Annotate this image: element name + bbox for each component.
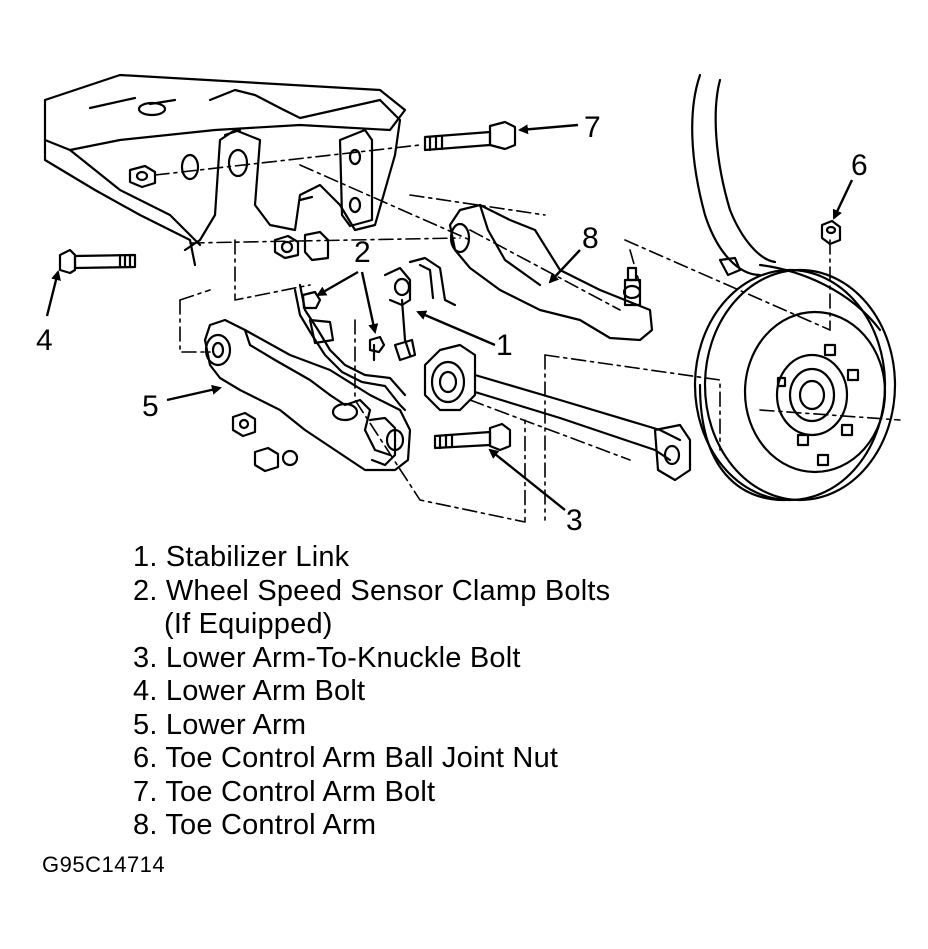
callout-label-5: 5 — [142, 390, 159, 423]
lower-arm-to-knuckle-bolt — [433, 422, 512, 452]
stabilizer-link — [383, 256, 457, 362]
legend-number: 1. — [133, 541, 158, 573]
legend-item: 2. Wheel Speed Sensor Clamp Bolts — [133, 575, 610, 609]
legend-label: Lower Arm Bolt — [165, 675, 366, 707]
bushing-large — [423, 343, 477, 412]
legend-number: 3. — [133, 641, 158, 674]
callout-arrow-6 — [832, 179, 854, 220]
crossmember — [43, 73, 407, 267]
legend-label: Lower Arm — [165, 708, 307, 741]
legend-item: 6. Toe Control Arm Ball Joint Nut — [133, 742, 610, 776]
suspension-exploded-diagram: 1 2 3 4 5 6 7 8 — [36, 73, 901, 537]
callout-arrow-2a — [316, 270, 359, 297]
legend-label: Stabilizer Link — [165, 541, 350, 573]
legend-number: 8. — [133, 809, 158, 841]
lateral-link — [473, 373, 692, 482]
callout-label-8: 8 — [582, 222, 599, 255]
lower-arm — [203, 318, 412, 472]
legend-number: 7. — [133, 775, 158, 808]
lower-arm-bolt — [58, 248, 137, 275]
callout-label-2: 2 — [354, 236, 371, 269]
callout-label-6: 6 — [851, 149, 868, 182]
callout-label-7: 7 — [584, 111, 601, 144]
toe-control-arm-bolt — [423, 120, 517, 152]
callout-arrow-3 — [488, 448, 566, 511]
callout-label-3: 3 — [566, 504, 583, 537]
strut-curve — [691, 73, 777, 277]
legend-item: 5. Lower Arm — [133, 709, 610, 743]
callout-label-4: 4 — [36, 324, 53, 357]
brake-rotor-hub — [693, 263, 897, 502]
legend-item: 4. Lower Arm Bolt — [133, 675, 610, 709]
callout-arrows — [45, 123, 854, 511]
legend-number: 6. — [133, 742, 158, 774]
legend-label: Wheel Speed Sensor Clamp Bolts — [165, 574, 611, 607]
callout-arrow-4 — [45, 270, 61, 317]
legend-number: 5. — [133, 708, 158, 741]
toe-control-arm — [448, 203, 654, 342]
legend-item: 3. Lower Arm-To-Knuckle Bolt — [133, 642, 610, 676]
legend-label-continuation: (If Equipped) — [164, 608, 333, 640]
callout-arrow-8 — [548, 249, 581, 284]
legend-item: 1. Stabilizer Link — [133, 541, 610, 575]
ball-joint-nut — [820, 219, 842, 246]
legend-item: 7. Toe Control Arm Bolt — [133, 776, 610, 810]
legend-label: Toe Control Arm Bolt — [165, 775, 436, 808]
figure-id: G95C14714 — [42, 852, 166, 877]
callout-arrow-1 — [416, 310, 496, 347]
legend-number: 2. — [133, 574, 158, 607]
legend-label: Lower Arm-To-Knuckle Bolt — [165, 641, 521, 674]
callout-label-1: 1 — [496, 329, 513, 362]
callout-arrow-7 — [518, 123, 579, 135]
wheel-speed-sensor-wire — [293, 283, 407, 412]
lower-arm-nuts — [231, 411, 299, 473]
bushings — [273, 230, 330, 262]
legend-number: 4. — [133, 675, 158, 707]
parts-legend: 1. Stabilizer Link 2. Wheel Speed Sensor… — [133, 541, 610, 843]
legend-item: 8. Toe Control Arm — [133, 809, 610, 843]
callout-arrow-2b — [360, 271, 379, 334]
legend-item-continuation: (If Equipped) — [133, 608, 610, 642]
legend-label: Toe Control Arm — [165, 809, 377, 841]
legend-label: Toe Control Arm Ball Joint Nut — [165, 742, 559, 774]
callout-arrow-5 — [166, 384, 222, 402]
